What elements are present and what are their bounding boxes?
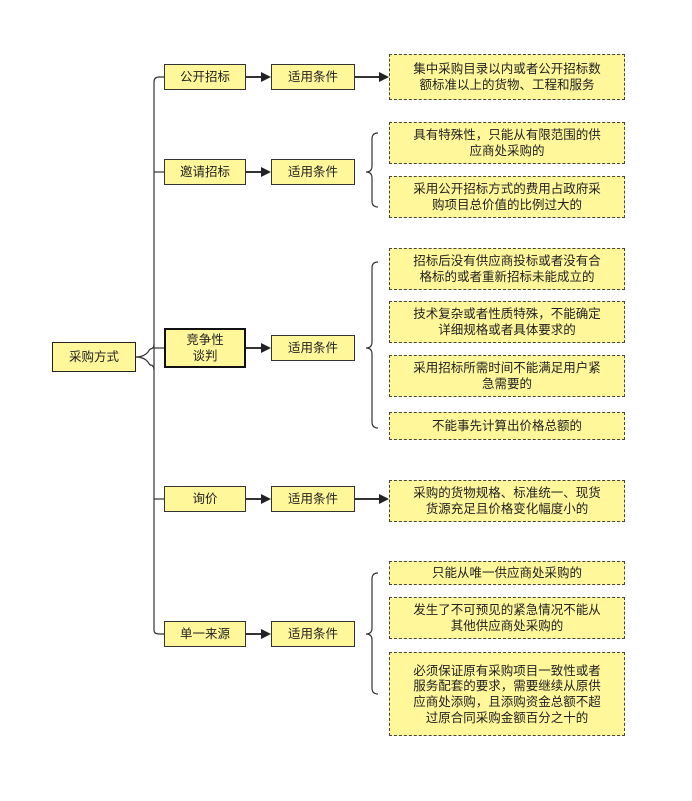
arrow-head [261, 343, 271, 353]
connector-line [153, 629, 164, 635]
connector-line [153, 76, 164, 83]
arrow-head [261, 167, 271, 177]
condition-box: 采用招标所需时间不能满足用户紧 急需要的 [389, 355, 625, 397]
connector-line [365, 132, 379, 208]
condition-box: 招标后没有供应商投标或者没有合 格标的或者重新招标未能成立的 [389, 248, 625, 290]
condition-label-node: 适用条件 [271, 335, 355, 361]
condition-label-node: 适用条件 [271, 64, 355, 90]
method-node-single-source: 单一来源 [164, 621, 246, 647]
condition-box: 采用公开招标方式的费用占政府采 购项目总价值的比例过大的 [389, 176, 625, 218]
method-node-public-tender: 公开招标 [164, 64, 246, 90]
arrow-head [261, 629, 271, 639]
arrow-head [379, 494, 389, 504]
connector-line [365, 572, 379, 695]
condition-label-node: 适用条件 [271, 486, 355, 512]
connector-line [365, 261, 379, 429]
condition-box: 技术复杂或者性质特殊，不能确定 详细规格或者具体要求的 [389, 301, 625, 343]
arrow-head [261, 494, 271, 504]
connector-line [135, 348, 151, 358]
arrow-head [379, 72, 389, 82]
root-node: 采购方式 [52, 342, 136, 372]
condition-box: 采购的货物规格、标准统一、现货 货源充足且价格变化幅度小的 [389, 480, 625, 522]
condition-box: 必须保证原有采购项目一致性或者 服务配套的要求，需要继续从原供 应商处添购，且添… [389, 652, 625, 736]
condition-box: 不能事先计算出价格总额的 [389, 412, 625, 440]
condition-box: 具有特殊性，只能从有限范围的供 应商处采购的 [389, 122, 625, 164]
condition-label-node: 适用条件 [271, 621, 355, 647]
arrow-head [261, 72, 271, 82]
method-node-inquiry: 询价 [164, 486, 246, 512]
connector-line [149, 343, 155, 350]
condition-box: 发生了不可预见的紧急情况不能从 其他供应商处采购的 [389, 597, 625, 639]
condition-box: 集中采购目录以内或者公开招标数 额标准以上的货物、工程和服务 [389, 54, 625, 100]
method-node-invited-tender: 邀请招标 [164, 159, 246, 185]
connector-line [149, 364, 155, 371]
condition-label-node: 适用条件 [271, 159, 355, 185]
connector-line [135, 356, 151, 366]
condition-box: 只能从唯一供应商处采购的 [389, 561, 625, 585]
method-node-competitive-negotiation: 竞争性 谈判 [164, 328, 246, 368]
